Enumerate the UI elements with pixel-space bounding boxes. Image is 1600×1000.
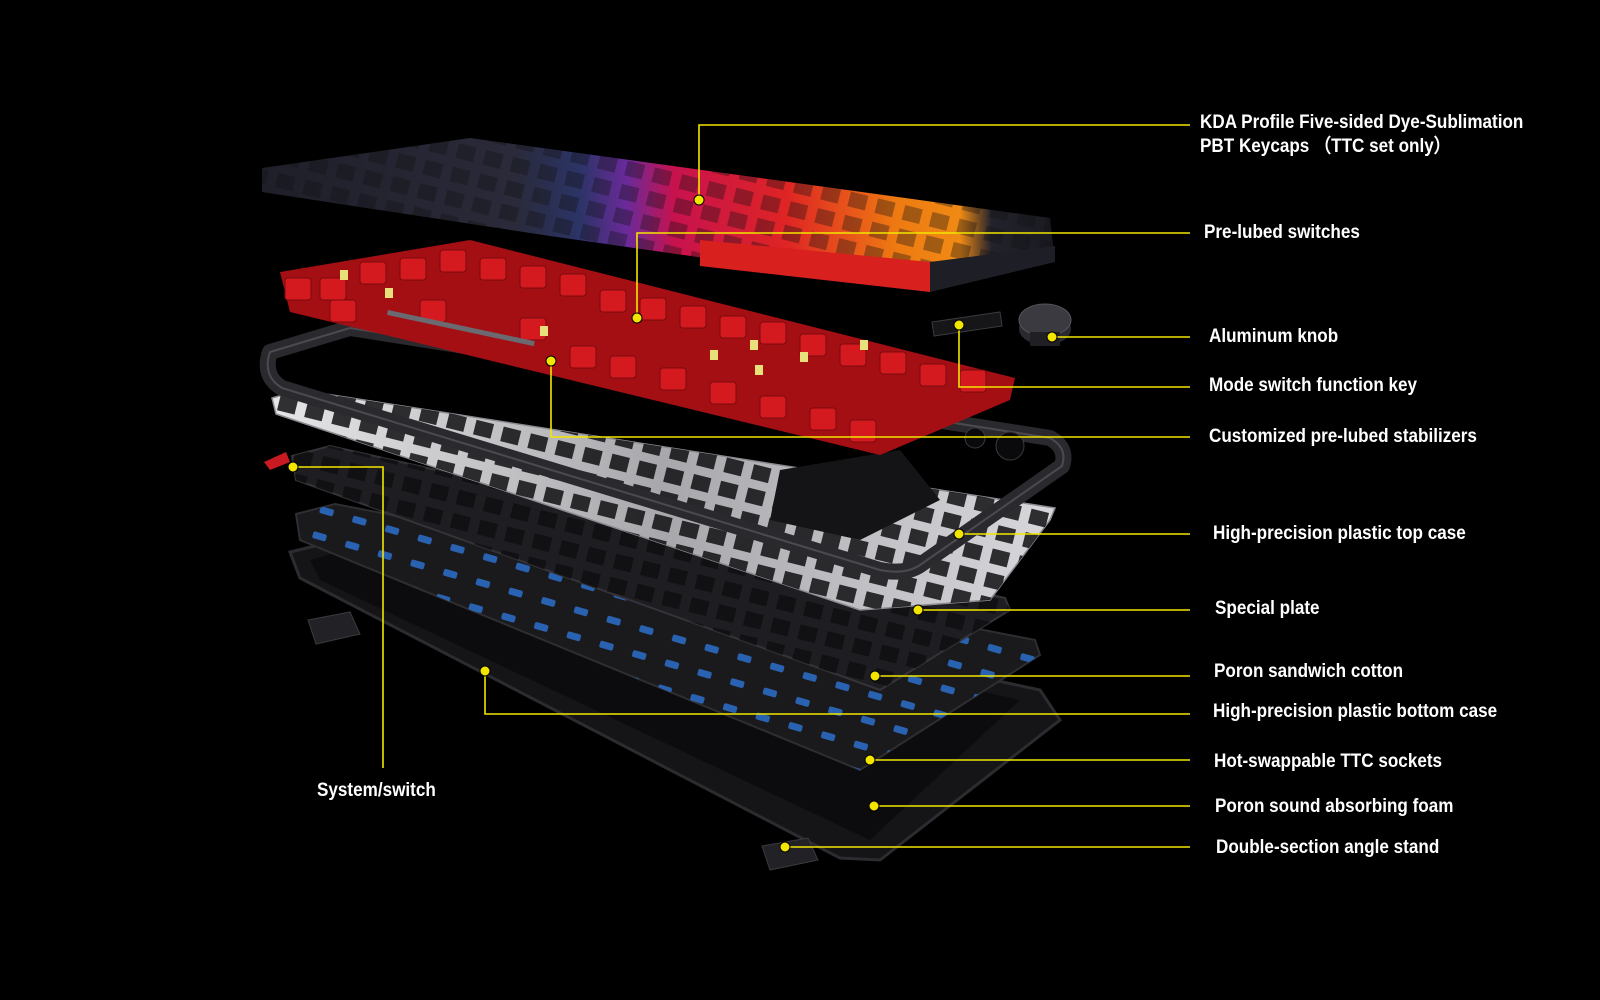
dot-sockets: [864, 754, 876, 766]
dot-knob: [1046, 331, 1058, 343]
pcb-sockets-layer: [294, 502, 1042, 772]
dot-system-switch: [287, 461, 299, 473]
top-case-layer: [259, 320, 1072, 580]
label-sockets-text: Hot-swappable TTC sockets: [1214, 751, 1443, 772]
dot-top-case: [953, 528, 965, 540]
leader-switches: [636, 232, 1190, 318]
label-mode-switch: Mode switch function key: [1209, 374, 1417, 398]
callout-dots: [287, 194, 1058, 853]
leader-stabilizers: [550, 361, 1190, 438]
leader-mode-switch: [958, 325, 1190, 388]
dot-plate: [912, 604, 924, 616]
label-sandwich-cotton: Poron sandwich cotton: [1214, 660, 1403, 684]
label-top-case-text: High-precision plastic top case: [1213, 523, 1466, 544]
callout-leaders: [293, 124, 1190, 848]
label-switches-text: Pre-lubed switches: [1204, 222, 1360, 243]
label-sockets: Hot-swappable TTC sockets: [1214, 750, 1442, 774]
keycaps-layer: [262, 138, 1055, 292]
dot-foam: [868, 800, 880, 812]
label-keycaps: KDA Profile Five-sided Dye-Sublimation P…: [1200, 111, 1523, 159]
leader-system-switch: [293, 466, 384, 768]
leader-keycaps: [698, 124, 1190, 200]
label-foam-text: Poron sound absorbing foam: [1215, 796, 1454, 817]
dot-bottom-case: [479, 665, 491, 677]
dot-stabilizers: [545, 355, 557, 367]
dot-stand: [779, 841, 791, 853]
label-foam: Poron sound absorbing foam: [1215, 795, 1453, 819]
label-mode-switch-text: Mode switch function key: [1209, 375, 1418, 396]
label-knob: Aluminum knob: [1209, 325, 1338, 349]
label-plate: Special plate: [1215, 597, 1320, 621]
label-keycaps-line-2: PBT Keycaps （TTC set only）: [1200, 136, 1451, 157]
label-top-case: High-precision plastic top case: [1213, 522, 1466, 546]
label-stand-text: Double-section angle stand: [1216, 837, 1440, 858]
label-bottom-case-text: High-precision plastic bottom case: [1213, 701, 1498, 722]
label-sandwich-cotton-text: Poron sandwich cotton: [1214, 661, 1404, 682]
label-stand: Double-section angle stand: [1216, 836, 1439, 860]
label-system-switch: System/switch: [317, 779, 436, 803]
stand-feet: [307, 611, 819, 871]
label-knob-text: Aluminum knob: [1209, 326, 1339, 347]
label-bottom-case: High-precision plastic bottom case: [1213, 700, 1497, 724]
label-stabilizers-text: Customized pre-lubed stabilizers: [1209, 426, 1477, 447]
label-keycaps-line-1: KDA Profile Five-sided Dye-Sublimation: [1200, 112, 1524, 133]
dot-keycaps: [693, 194, 705, 206]
label-plate-text: Special plate: [1215, 598, 1320, 619]
leader-bottom-case: [484, 671, 1190, 715]
dot-mode-switch: [953, 319, 965, 331]
system-switch-piece: [264, 452, 290, 470]
dot-sandwich-cotton: [869, 670, 881, 682]
label-switches: Pre-lubed switches: [1204, 221, 1360, 245]
label-stabilizers: Customized pre-lubed stabilizers: [1209, 425, 1477, 449]
dot-switches: [631, 312, 643, 324]
switches-layer: [280, 240, 1015, 455]
label-system-switch-text: System/switch: [317, 780, 436, 801]
